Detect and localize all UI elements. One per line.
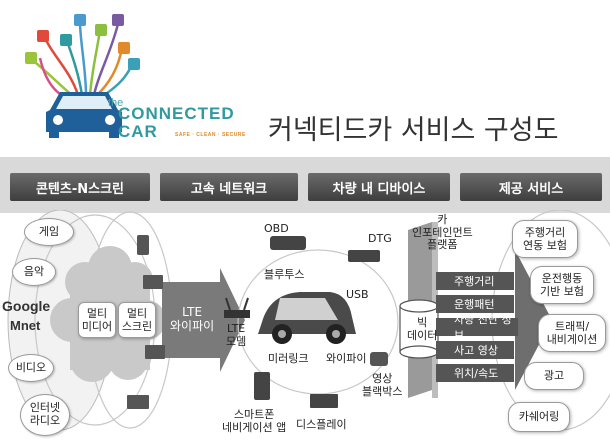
app-square-icon [128,58,140,70]
data-row-location-speed: 위치/속도 [436,364,514,382]
dtg-device-icon [348,250,380,262]
data-row-driving-pattern: 운행패턴 [436,295,514,313]
network-lte-label: LTE 와이파이 [170,305,215,334]
display-icon [310,394,338,408]
lte-modem-icon [224,310,250,318]
device-lte-modem-label: LTE 모뎀 [226,322,247,349]
data-row-mileage: 주행거리 [436,272,514,290]
content-video: 비디오 [8,354,54,382]
blackbox-icon [370,352,388,366]
data-row-accident-video: 사고 영상 [436,341,514,359]
device-usb-label: USB [346,288,369,301]
app-square-icon [37,30,49,42]
content-game: 게임 [24,218,74,246]
bigdata-database-icon [399,299,439,359]
device-wifi-label: 와이파이 [326,352,367,365]
app-square-icon [95,24,107,36]
connected-car-logo [25,14,140,138]
device-blackbox-label: 영상 블랙박스 [362,372,403,399]
content-radio-label: 인터넷 라디오 [29,401,61,427]
service-behavior-insurance-label: 운전행동 기반 보험 [540,271,584,298]
device-obd-label: OBD [264,222,289,235]
service-mileage-insurance-label: 주행거리 연동 보험 [523,225,567,252]
screen-devices-icon [127,235,165,409]
app-square-icon [74,14,86,26]
car-icon [46,92,122,138]
device-mirrorlink-label: 미러링크 [268,352,309,365]
service-mileage-insurance: 주행거리 연동 보험 [512,220,578,258]
obd-device-icon [270,236,306,250]
device-glyphs [224,236,388,408]
cloud-multimedia: 멀티 미디어 [78,302,116,338]
service-advertising: 광고 [524,362,584,390]
service-carsharing-label: 카쉐어링 [518,410,560,424]
service-behavior-insurance: 운전행동 기반 보험 [530,266,594,304]
smartphone-icon [254,372,270,400]
content-music: 음악 [12,258,56,286]
logo-connected: CONNECTED [118,104,235,123]
cloud-multiscreen-label: 멀티 스크린 [121,306,153,333]
data-row-diagnosis: 차량 진단 정보 [436,313,518,342]
content-music-label: 음악 [23,264,45,278]
mnet-logo: Mnet [10,318,41,333]
google-logo: Google [2,298,51,314]
service-traffic-navigation: 트래픽/ 내비게이션 [538,314,606,352]
category-services: 제공 서비스 [460,173,602,201]
device-bluetooth-label: 블루투스 [264,268,305,281]
logo-tagline: SAFE · CLEAN · SECURE [175,132,246,138]
logo-the: the [108,97,124,109]
app-square-icon [118,42,130,54]
content-video-label: 비디오 [15,360,47,374]
bigdata-label: 빅 데이터 [407,316,438,343]
app-square-icon [60,34,72,46]
content-radio: 인터넷 라디오 [20,394,70,436]
platform-title: 카 인포테인먼트 플랫폼 [412,213,473,252]
service-traffic-navigation-label: 트래픽/ 내비게이션 [546,319,598,346]
device-dtg-label: DTG [368,232,392,245]
page-title-text: 커넥티드카 서비스 구성도 [268,115,559,146]
service-advertising-label: 광고 [543,369,565,383]
cloud-multiscreen: 멀티 스크린 [118,302,156,338]
cloud-multimedia-label: 멀티 미디어 [81,306,113,333]
service-carsharing: 카쉐어링 [508,402,570,432]
logo-car: CAR [118,122,158,141]
category-devices: 차량 내 디바이스 [308,173,450,201]
smart-car-icon [258,292,356,344]
app-square-icon [112,14,124,26]
device-display-label: 디스플레이 [296,418,347,431]
category-content: 콘텐츠-N스크린 [10,173,150,201]
app-square-icon [25,52,37,64]
content-game-label: 게임 [38,224,60,238]
device-smartphone-nav-label: 스마트폰 네비게이션 앱 [222,408,287,435]
page-title: 커넥티드카 서비스 구성도 [268,108,558,147]
category-network: 고속 네트워크 [160,173,298,201]
